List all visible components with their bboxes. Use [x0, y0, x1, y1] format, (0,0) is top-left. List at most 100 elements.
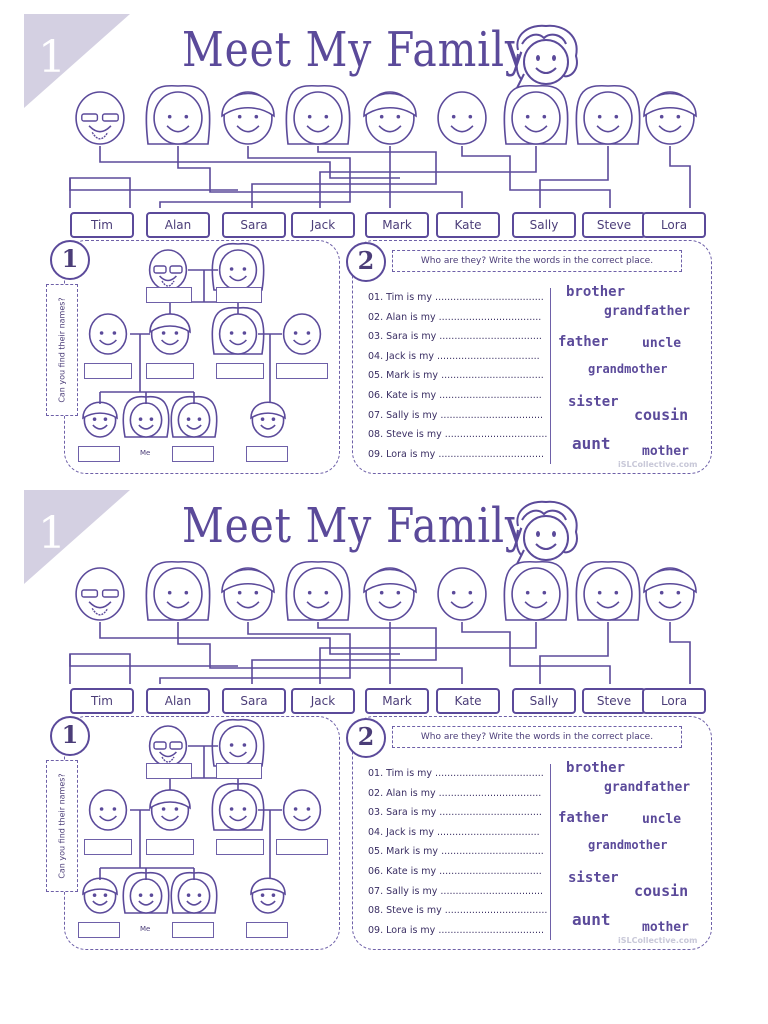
name-box-sally: Sally: [512, 688, 576, 714]
family-faces-tree: [69, 84, 697, 208]
face-6-icon: [437, 91, 487, 145]
name-box-lora: Lora: [642, 688, 706, 714]
answer-box[interactable]: [216, 763, 262, 779]
tree-face-10-icon: [250, 877, 286, 914]
face-4-icon: [285, 84, 351, 145]
column-divider: [550, 288, 551, 464]
name-box-tim: Tim: [70, 688, 134, 714]
tree-face-6-icon: [282, 313, 322, 355]
activity-2-panel: [352, 716, 712, 950]
word-grandmother: grandmother: [588, 362, 668, 376]
face-3-icon: [221, 567, 275, 621]
corner-number: 1: [38, 508, 66, 559]
name-box-jack: Jack: [291, 688, 355, 714]
answer-box[interactable]: [216, 839, 264, 855]
name-box-lora: Lora: [642, 212, 706, 238]
question-item: 09. Lora is my .........................…: [368, 924, 545, 936]
answer-box[interactable]: [172, 922, 214, 938]
question-item: 01. Tim is my ..........................…: [368, 768, 544, 779]
activity-1-badge: 1: [50, 240, 90, 280]
word-grandmother: grandmother: [588, 838, 668, 852]
word-father: father: [558, 810, 609, 826]
face-7-icon: [503, 84, 569, 145]
question-item: 05. Mark is my .........................…: [368, 370, 544, 382]
answer-box[interactable]: [84, 839, 132, 855]
instruction-box: Who are they? Write the words in the cor…: [392, 250, 682, 272]
face-1-icon: [75, 91, 125, 145]
page-title: Meet My Family: [182, 498, 529, 554]
name-box-sally: Sally: [512, 212, 576, 238]
find-names-label: Can you find their names?: [46, 760, 78, 892]
corner-triangle: 1: [24, 490, 130, 584]
question-item: 02. Alan is my .........................…: [368, 787, 542, 799]
answer-box[interactable]: [146, 839, 194, 855]
family-tree-diagram: [82, 718, 322, 914]
word-brother: brother: [566, 284, 626, 300]
face-4-icon: [285, 560, 351, 621]
tree-face-2-icon: [211, 718, 265, 767]
column-divider: [550, 764, 551, 940]
tree-face-6-icon: [282, 789, 322, 831]
face-7-icon: [503, 560, 569, 621]
tree-face-2-icon: [211, 242, 265, 291]
answer-box[interactable]: [276, 839, 328, 855]
tree-face-10-icon: [250, 401, 286, 438]
question-item: 06. Kate is my .........................…: [368, 865, 542, 877]
face-8-icon: [575, 84, 641, 145]
word-grandfather: grandfather: [604, 304, 691, 319]
activity-2-panel: [352, 240, 712, 474]
watermark: iSLCollective.com: [618, 936, 698, 945]
word-father: father: [558, 334, 609, 350]
name-box-kate: Kate: [436, 212, 500, 238]
tree-face-7-icon: [82, 401, 118, 438]
find-names-label: Can you find their names?: [46, 284, 78, 416]
answer-box[interactable]: [146, 763, 192, 779]
name-box-mark: Mark: [365, 688, 429, 714]
question-item: 04. Jack is my .........................…: [368, 350, 540, 362]
question-item: 08. Steve is my ........................…: [368, 905, 548, 917]
me-label: Me: [140, 925, 151, 933]
tree-face-8-icon: [122, 395, 170, 438]
face-5-icon: [363, 91, 417, 145]
girl-face-icon: [515, 500, 578, 567]
word-aunt: aunt: [572, 434, 611, 453]
face-2-icon: [145, 84, 211, 145]
me-label: Me: [140, 449, 151, 457]
question-item: 07. Sally is my ........................…: [368, 885, 544, 897]
answer-box[interactable]: [78, 922, 120, 938]
answer-box[interactable]: [146, 363, 194, 379]
answer-box[interactable]: [246, 922, 288, 938]
word-uncle: uncle: [642, 812, 682, 827]
word-mother: mother: [642, 920, 689, 935]
answer-box[interactable]: [146, 287, 192, 303]
face-6-icon: [437, 567, 487, 621]
name-box-steve: Steve: [582, 212, 646, 238]
name-box-mark: Mark: [365, 212, 429, 238]
answer-box[interactable]: [172, 446, 214, 462]
tree-face-4-icon: [149, 313, 191, 355]
answer-box[interactable]: [216, 287, 262, 303]
family-tree-diagram: [82, 242, 322, 438]
question-item: 08. Steve is my ........................…: [368, 429, 548, 441]
name-box-kate: Kate: [436, 688, 500, 714]
question-item: 09. Lora is my .........................…: [368, 448, 545, 460]
name-box-alan: Alan: [146, 688, 210, 714]
answer-box[interactable]: [84, 363, 132, 379]
tree-face-7-icon: [82, 877, 118, 914]
question-item: 04. Jack is my .........................…: [368, 826, 540, 838]
tree-face-1-icon: [148, 249, 188, 291]
answer-box[interactable]: [246, 446, 288, 462]
name-box-sara: Sara: [222, 212, 286, 238]
answer-box[interactable]: [78, 446, 120, 462]
face-2-icon: [145, 560, 211, 621]
watermark: iSLCollective.com: [618, 460, 698, 469]
tree-face-1-icon: [148, 725, 188, 767]
activity-1-badge: 1: [50, 716, 90, 756]
word-brother: brother: [566, 760, 626, 776]
question-item: 07. Sally is my ........................…: [368, 409, 544, 421]
corner-number: 1: [38, 32, 66, 83]
answer-box[interactable]: [276, 363, 328, 379]
answer-box[interactable]: [216, 363, 264, 379]
